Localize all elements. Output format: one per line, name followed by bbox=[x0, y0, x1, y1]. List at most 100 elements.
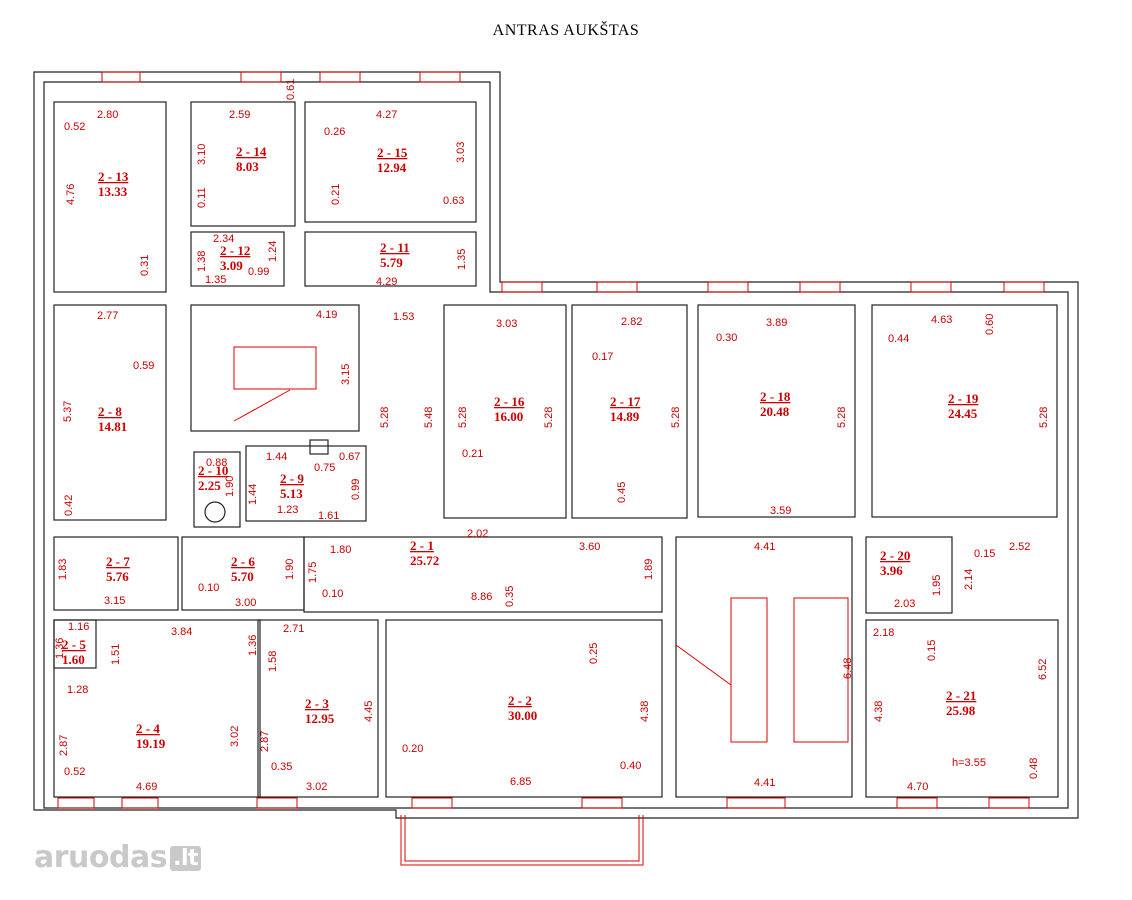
dimension-label: 4.19 bbox=[316, 309, 337, 321]
dimension-label: 5.28 bbox=[543, 407, 555, 428]
dimension-label: 2.59 bbox=[229, 109, 250, 121]
room-outlines bbox=[53, 101, 1059, 798]
room-id: 2 - 6 bbox=[231, 554, 255, 569]
dimension-label: 0.10 bbox=[322, 588, 343, 600]
dimension-label: 1.58 bbox=[267, 651, 279, 672]
dimension-label: 3.00 bbox=[235, 597, 256, 609]
dimension-label: 0.11 bbox=[196, 187, 208, 208]
dimension-label: 5.37 bbox=[62, 401, 74, 422]
room-area: 5.79 bbox=[380, 255, 403, 270]
dimension-label: 2.03 bbox=[894, 598, 915, 610]
room-id: 2 - 21 bbox=[946, 688, 976, 703]
dimension-label: 1.90 bbox=[284, 559, 296, 580]
room-id: 2 - 4 bbox=[136, 721, 160, 736]
room-area: 16.00 bbox=[494, 409, 523, 424]
room-label: 2 - 203.96 bbox=[880, 548, 910, 578]
room-label: 2 - 115.79 bbox=[380, 240, 410, 270]
dimension-label: 0.15 bbox=[926, 640, 938, 661]
watermark-brand: aruodas bbox=[34, 840, 168, 875]
dimension-label: 0.52 bbox=[64, 766, 85, 778]
window-marks bbox=[57, 71, 1045, 809]
aruodas-watermark: aruodas.lt bbox=[34, 840, 202, 875]
dimension-label: 0.26 bbox=[324, 126, 345, 138]
room-label: 2 - 814.81 bbox=[98, 404, 127, 434]
dimension-label: 3.03 bbox=[455, 142, 467, 163]
dimension-label: 0.60 bbox=[984, 314, 996, 335]
room-id: 2 - 12 bbox=[220, 243, 250, 258]
room-id: 2 - 18 bbox=[760, 389, 791, 404]
room-area: 20.48 bbox=[760, 404, 790, 419]
dimension-label: 0.59 bbox=[133, 360, 154, 372]
room-area: 3.96 bbox=[880, 563, 903, 578]
dimension-label: 0.42 bbox=[63, 495, 75, 516]
room-id: 2 - 16 bbox=[494, 394, 525, 409]
dimension-label: 1.44 bbox=[247, 484, 259, 505]
room-label: 2 - 51.60 bbox=[62, 637, 86, 667]
ceiling-height-note: h=3.55 bbox=[952, 757, 986, 769]
room-area: 3.09 bbox=[220, 258, 243, 273]
dimension-label: 5.48 bbox=[423, 407, 435, 428]
dimension-label: 1.36 bbox=[247, 635, 259, 656]
room-id: 2 - 15 bbox=[377, 145, 408, 160]
room-label: 2 - 125.72 bbox=[410, 538, 439, 568]
dimension-label: 4.41 bbox=[754, 541, 775, 553]
dimension-label: 1.44 bbox=[266, 451, 287, 463]
room-id: 2 - 17 bbox=[610, 394, 641, 409]
dimension-label: 0.21 bbox=[462, 448, 483, 460]
dimension-label: 5.28 bbox=[670, 407, 682, 428]
room-label: 2 - 230.00 bbox=[508, 693, 537, 723]
dimension-label: 0.35 bbox=[504, 586, 516, 607]
dimension-label: 1.35 bbox=[456, 249, 468, 270]
dimension-label: 2.87 bbox=[58, 735, 70, 756]
dimension-label: 1.61 bbox=[318, 510, 339, 522]
dimension-label: 0.67 bbox=[339, 451, 360, 463]
room-area: 14.81 bbox=[98, 419, 127, 434]
room-area: 8.03 bbox=[236, 159, 259, 174]
dimension-label: 1.51 bbox=[110, 644, 122, 665]
room-area: 5.70 bbox=[231, 569, 254, 584]
dimension-label: 4.76 bbox=[65, 184, 77, 205]
dimension-label: 0.30 bbox=[716, 332, 737, 344]
dimension-label: 0.52 bbox=[64, 121, 85, 133]
dimension-label: 4.29 bbox=[376, 276, 397, 288]
dimension-label: 3.59 bbox=[770, 505, 791, 517]
room-label: 2 - 148.03 bbox=[236, 144, 267, 174]
dimension-label: 1.38 bbox=[196, 251, 208, 272]
dimension-label: 3.02 bbox=[229, 726, 241, 747]
dimension-labels: 2.800.524.760.312.590.613.100.114.270.26… bbox=[54, 79, 1050, 793]
dimension-label: 0.63 bbox=[443, 195, 464, 207]
dimension-label: 3.03 bbox=[496, 318, 517, 330]
plan-title: ANTRAS AUKŠTAS bbox=[492, 22, 640, 39]
room-area: 2.25 bbox=[198, 478, 221, 493]
dimension-label: 0.61 bbox=[285, 79, 297, 100]
dimension-label: 1.95 bbox=[931, 575, 943, 596]
dimension-label: 2.80 bbox=[97, 109, 118, 121]
dimension-label: 2.87 bbox=[259, 731, 271, 752]
dimension-label: 0.99 bbox=[248, 266, 269, 278]
dimension-label: 4.63 bbox=[931, 314, 952, 326]
room-id: 2 - 2 bbox=[508, 693, 532, 708]
dimension-label: 0.99 bbox=[350, 479, 362, 500]
dimension-label: 3.60 bbox=[579, 541, 600, 553]
dimension-label: 3.84 bbox=[171, 626, 192, 638]
dimension-label: 1.28 bbox=[67, 684, 88, 696]
room-label: 2 - 65.70 bbox=[231, 554, 255, 584]
room-label: 2 - 123.09 bbox=[220, 243, 250, 273]
dimension-label: 6.85 bbox=[510, 776, 531, 788]
room-area: 24.45 bbox=[948, 406, 978, 421]
dimension-label: 1.89 bbox=[643, 559, 655, 580]
dimension-label: 0.21 bbox=[330, 184, 342, 205]
dimension-label: 5.28 bbox=[457, 407, 469, 428]
room-area: 1.60 bbox=[62, 652, 85, 667]
dimension-label: 3.02 bbox=[306, 781, 327, 793]
room-area: 19.19 bbox=[136, 736, 166, 751]
room-area: 30.00 bbox=[508, 708, 537, 723]
dimension-label: 1.35 bbox=[205, 274, 226, 286]
dimension-label: 0.45 bbox=[616, 482, 628, 503]
room-id: 2 - 19 bbox=[948, 391, 979, 406]
